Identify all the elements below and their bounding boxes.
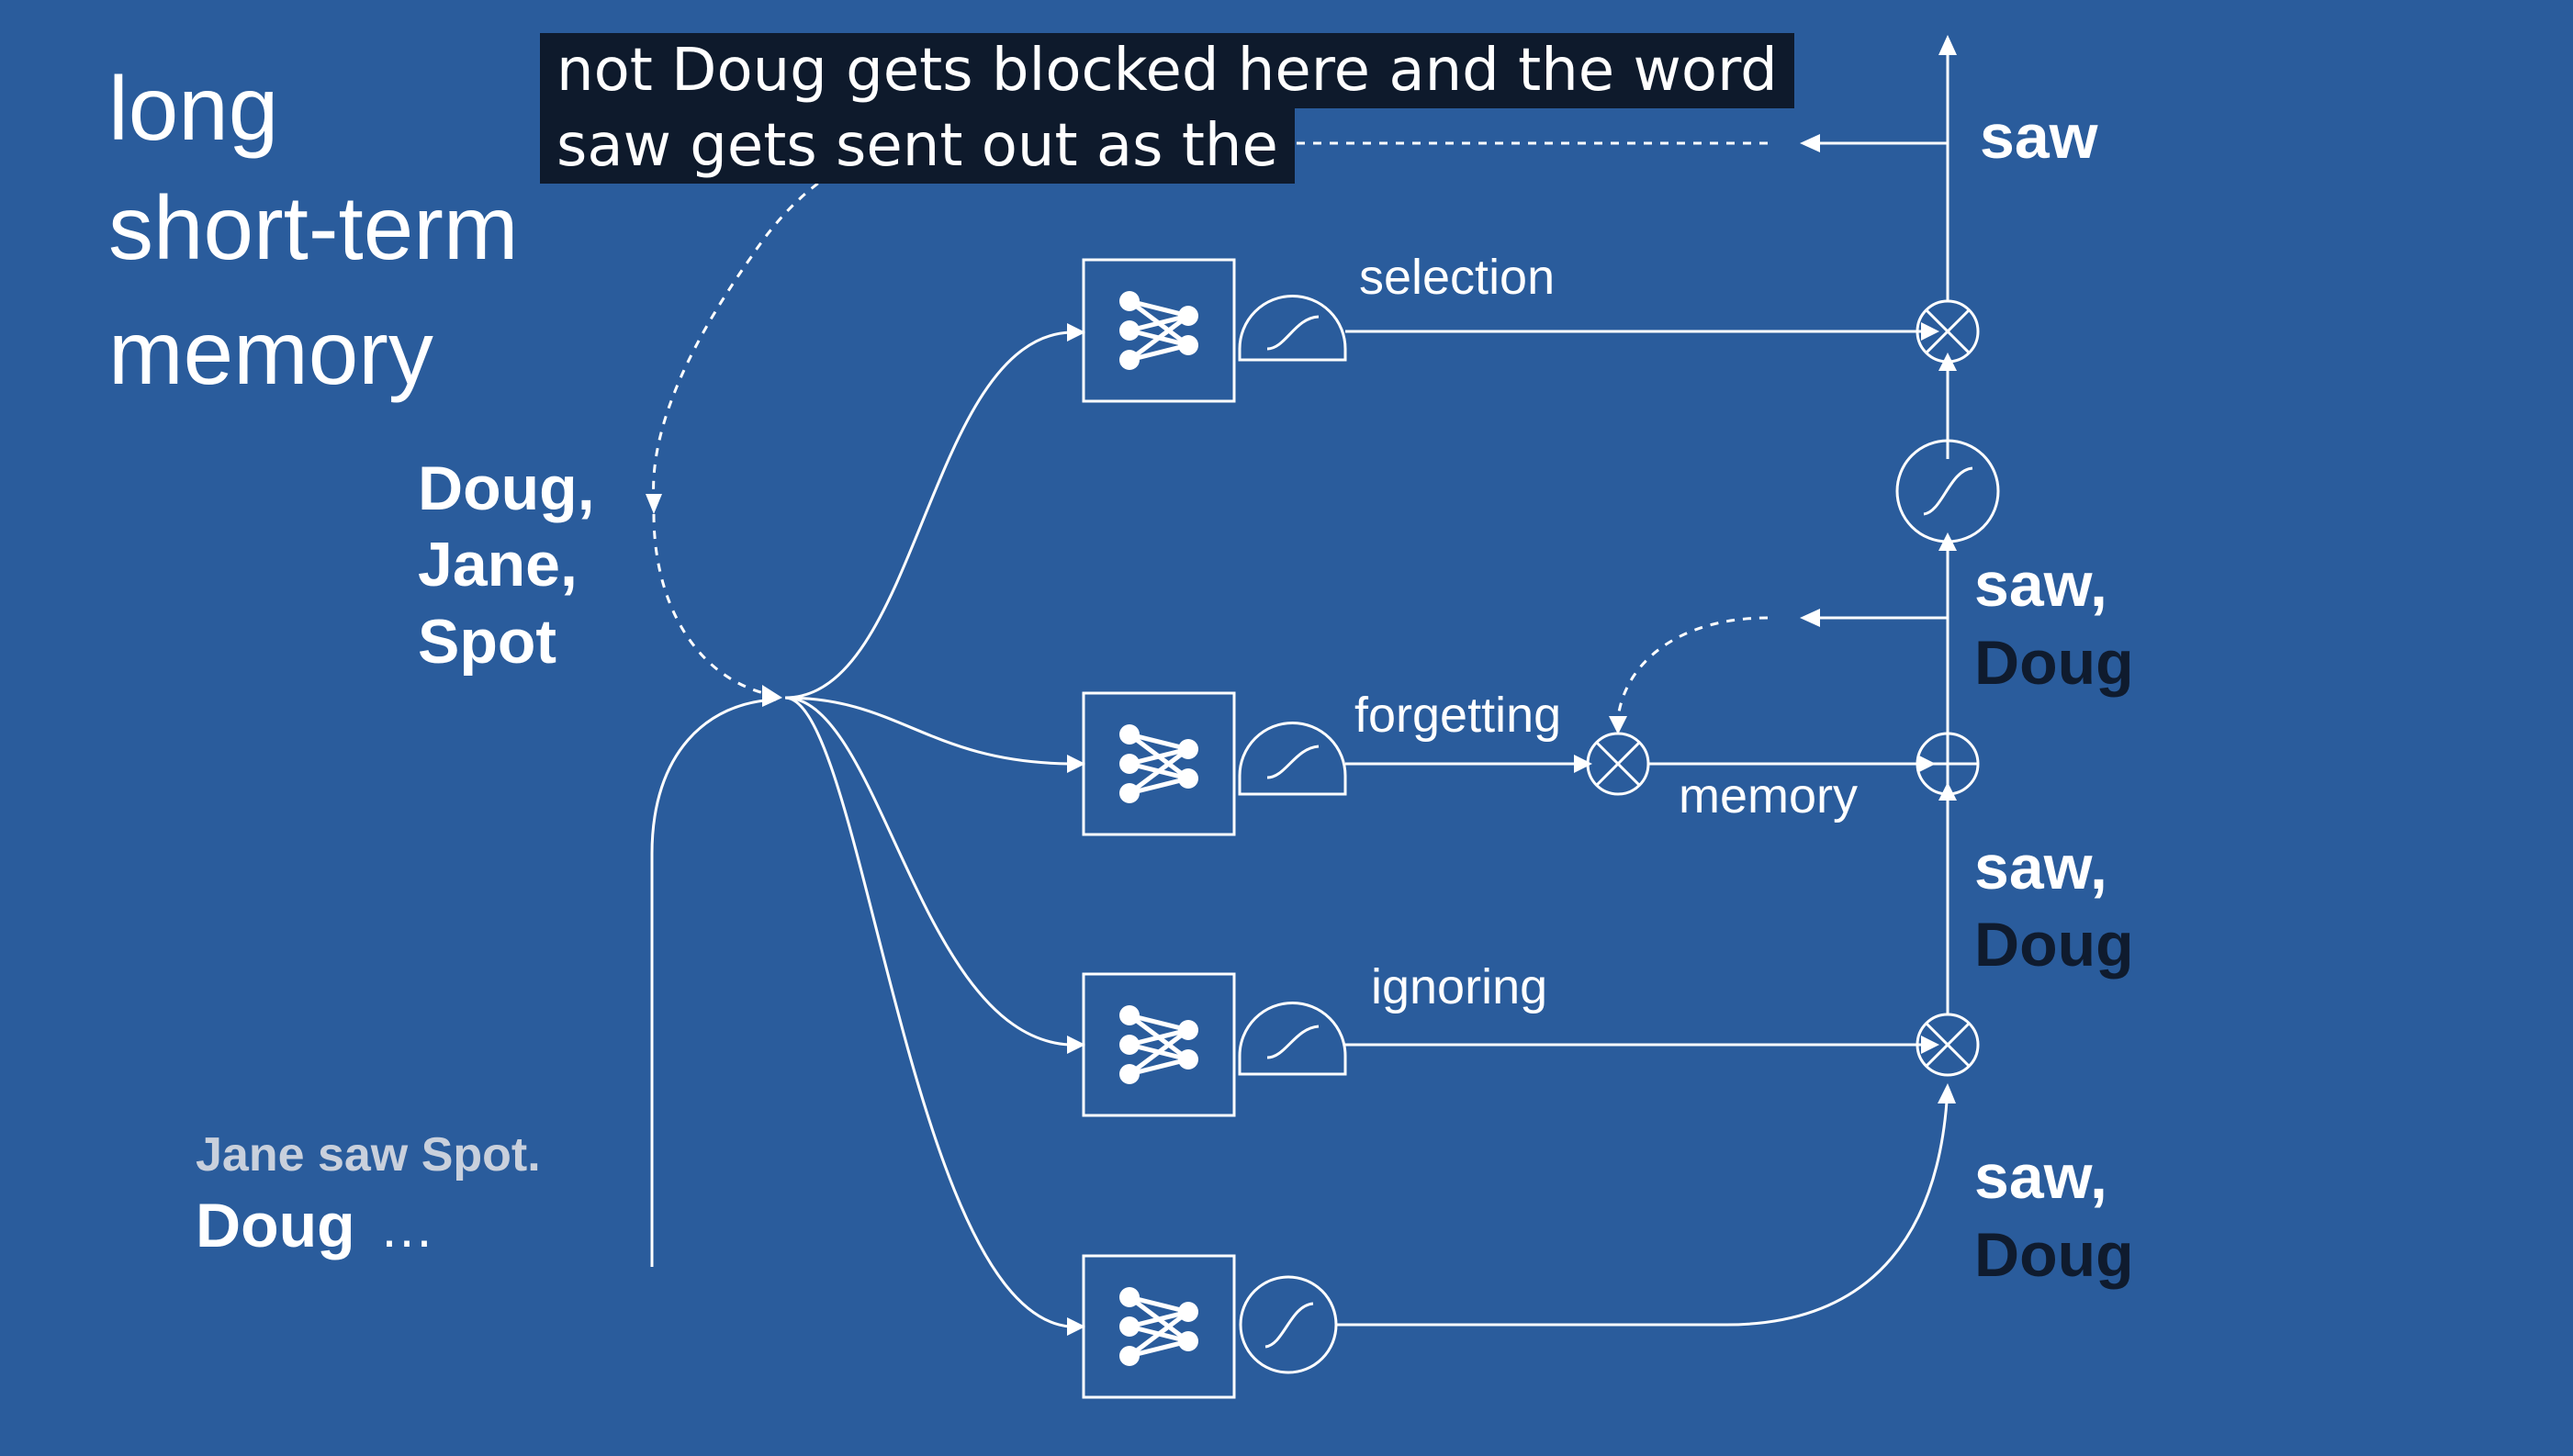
neural-net-icon (1119, 724, 1198, 803)
logistic-squash-icon (1238, 295, 1347, 362)
sentence-ellipsis: … (379, 1197, 434, 1259)
output-after-memory-doug: Doug (1974, 910, 2134, 980)
neural-net-icon (1119, 1005, 1198, 1084)
input-word-jane: Jane, (418, 530, 578, 599)
label-memory: memory (1679, 768, 1858, 823)
tanh-output-icon (1895, 439, 2000, 543)
output-after-selection-saw: saw, (1974, 550, 2107, 620)
neural-net-icon (1119, 1287, 1198, 1366)
neural-net-box-forgetting (1082, 691, 1236, 836)
sentence-context: Jane saw Spot. (196, 1128, 541, 1182)
neural-net-box-selection (1082, 258, 1236, 403)
output-after-memory-saw: saw, (1974, 833, 2107, 902)
title-line-2: short-term (108, 177, 519, 278)
input-word-spot: Spot (418, 607, 556, 677)
caption-line-2: saw gets sent out as the (540, 108, 1295, 184)
neural-net-box-candidate (1082, 1254, 1236, 1399)
candidate-line (1336, 1101, 1949, 1327)
input-word-doug: Doug, (418, 454, 595, 523)
logistic-squash-icon (1238, 1002, 1347, 1076)
logistic-squash-icon (1238, 722, 1347, 796)
label-selection: selection (1359, 250, 1555, 305)
title-line-3: memory (108, 302, 433, 403)
output-top-saw: saw (1980, 102, 2099, 172)
multiply-icon-selection (1916, 299, 1980, 364)
sentence-current-word: Doug (196, 1191, 355, 1260)
input-line (650, 698, 777, 1267)
title-line-1: long (108, 58, 278, 159)
neural-net-box-ignoring (1082, 972, 1236, 1117)
output-after-ignoring-doug: Doug (1974, 1220, 2134, 1290)
multiply-icon-ignoring (1916, 1013, 1980, 1077)
caption-line-1: not Doug gets blocked here and the word (540, 33, 1794, 108)
label-forgetting: forgetting (1354, 688, 1561, 743)
video-caption: not Doug gets blocked here and the word … (540, 33, 1794, 184)
label-ignoring: ignoring (1371, 959, 1547, 1014)
recurrent-feedback-dashed (646, 141, 1768, 707)
memory-feedback-dashed (1616, 616, 1769, 719)
output-after-selection-doug: Doug (1974, 628, 2134, 698)
output-after-ignoring-saw: saw, (1974, 1142, 2107, 1212)
add-icon-memory (1916, 732, 1980, 796)
neural-net-icon (1119, 291, 1198, 370)
junction-branches (784, 323, 1085, 1336)
tanh-squash-icon (1239, 1275, 1338, 1374)
multiply-icon-forgetting (1586, 732, 1650, 796)
